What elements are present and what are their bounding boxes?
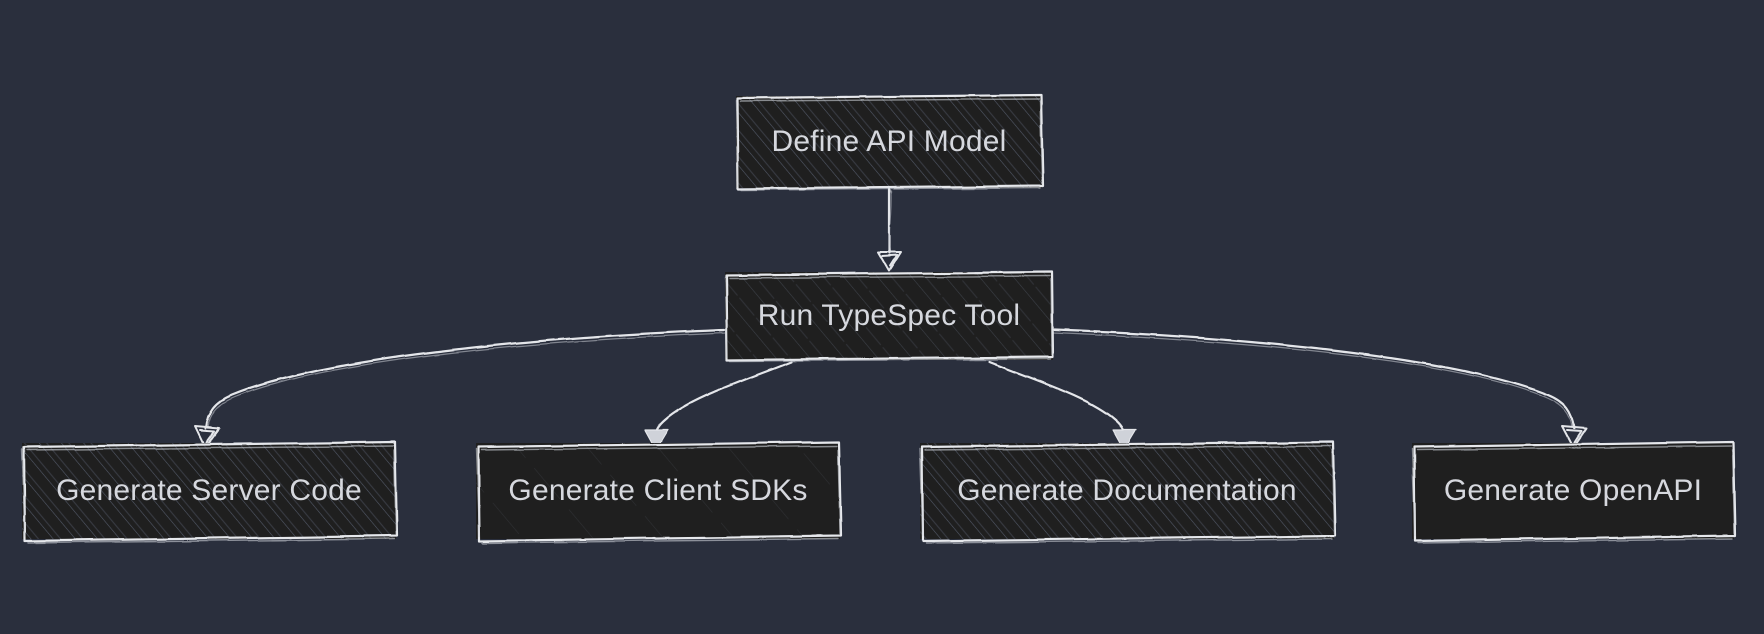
node-label-run-typespec-tool: Run TypeSpec Tool [758,299,1020,332]
edge-run-to-server [204,328,727,430]
node-label-generate-client-sdks: Generate Client SDKs [508,474,807,507]
arrowhead-run-server [194,425,220,448]
arrowhead-define-run [877,251,902,272]
arrowhead-run-openapi [1561,425,1587,448]
node-run-typespec-tool[interactable]: Run TypeSpec Tool [724,270,1055,362]
arrowhead-run-docs [1112,429,1137,451]
arrowhead-layer [194,251,1587,451]
node-generate-server-code[interactable]: Generate Server Code [21,440,399,544]
edge-define-to-run [887,187,892,255]
node-label-generate-documentation: Generate Documentation [957,474,1297,507]
edge-layer [204,187,1576,436]
node-generate-client-sdks[interactable]: Generate Client SDKs [475,440,843,544]
edge-run-to-openapi [1051,328,1576,430]
edge-run-to-docs [987,360,1126,436]
node-label-generate-server-code: Generate Server Code [56,474,362,507]
arrowhead-run-sdks [644,429,669,451]
node-generate-openapi[interactable]: Generate OpenAPI [1411,440,1737,544]
node-generate-documentation[interactable]: Generate Documentation [919,440,1337,544]
edge-run-to-sdks [654,360,793,436]
node-label-generate-openapi: Generate OpenAPI [1444,474,1702,507]
node-label-define-api-model: Define API Model [772,125,1007,158]
node-define-api-model[interactable]: Define API Model [735,93,1045,191]
